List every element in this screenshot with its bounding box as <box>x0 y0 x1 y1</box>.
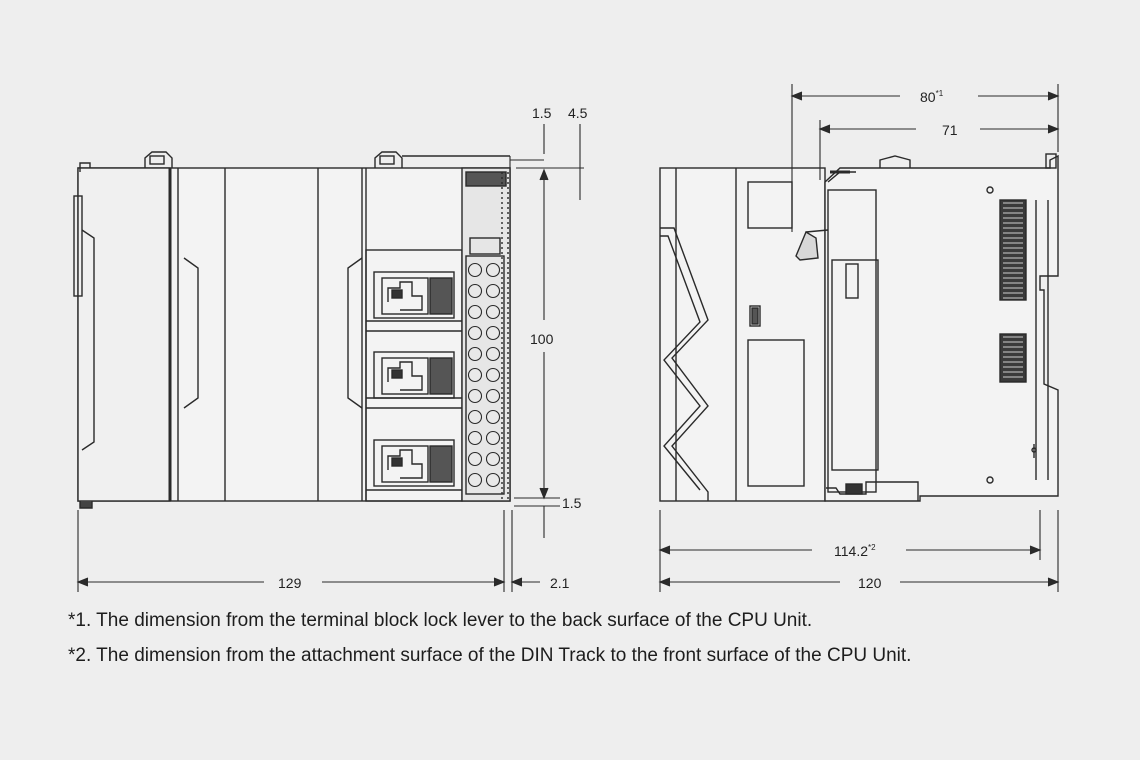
dim-top-left-b: 4.5 <box>568 105 588 121</box>
comb-block <box>999 333 1027 383</box>
terminal-hole <box>485 367 501 383</box>
terminal-hole <box>467 409 483 425</box>
dim-depth-inner-note: *2 <box>868 543 876 552</box>
terminal-hole <box>467 262 483 278</box>
terminal-hole <box>467 367 483 383</box>
footnote-1: *1. The dimension from the terminal bloc… <box>68 610 813 631</box>
dim-depth-total: 120 <box>858 575 882 591</box>
footnote-2: *2. The dimension from the attachment su… <box>68 645 912 666</box>
dim-height: 100 <box>530 331 554 347</box>
side-view <box>659 153 1059 502</box>
dim-width-left-extra: 2.1 <box>550 575 570 591</box>
terminal-hole <box>485 451 501 467</box>
dim-top-left-a: 1.5 <box>532 105 552 121</box>
terminal-hole <box>485 409 501 425</box>
terminal-holes <box>467 262 501 488</box>
dim-top-right-inner: 71 <box>942 122 958 138</box>
dim-bottom-gap: 1.5 <box>562 495 582 511</box>
dim-depth-inner-value: 114.2 <box>834 543 868 559</box>
connector-block-2 <box>373 351 455 399</box>
dim-depth-inner: 114.2*2 <box>834 543 876 559</box>
terminal-hole <box>485 472 501 488</box>
terminal-hole <box>467 325 483 341</box>
terminal-hole <box>485 388 501 404</box>
side-connector-comb <box>999 199 1027 383</box>
dim-top-right-outer-value: 80 <box>920 89 936 105</box>
terminal-hole <box>467 451 483 467</box>
terminal-hole <box>485 430 501 446</box>
dim-top-right-outer: 80*1 <box>920 89 944 105</box>
terminal-hole <box>467 304 483 320</box>
terminal-hole <box>485 346 501 362</box>
front-view <box>73 151 511 509</box>
terminal-hole <box>467 388 483 404</box>
terminal-hole <box>485 325 501 341</box>
comb-block <box>999 199 1027 301</box>
dim-top-right-outer-note: *1 <box>936 89 944 98</box>
side-view-outline <box>659 167 826 502</box>
terminal-hole <box>467 283 483 299</box>
dim-width-left: 129 <box>278 575 302 591</box>
terminal-hole <box>485 262 501 278</box>
connector-block-1 <box>373 271 455 319</box>
dimension-lines <box>76 84 1060 592</box>
terminal-hole <box>467 430 483 446</box>
terminal-hole <box>485 283 501 299</box>
terminal-hole <box>467 472 483 488</box>
terminal-hole <box>485 304 501 320</box>
connector-block-3 <box>373 439 455 487</box>
terminal-hole <box>467 346 483 362</box>
